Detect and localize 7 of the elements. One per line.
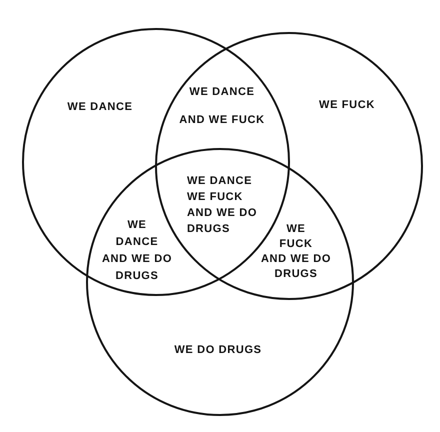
circle-label: WE DO DRUGS [174, 342, 262, 358]
region-label: WE DANCE AND WE DO DRUGS [102, 218, 172, 284]
region-label: WE DANCE WE FUCK AND WE DO DRUGS [186, 174, 258, 237]
region-label: WE DANCE AND WE FUCK [179, 85, 265, 128]
circle-label: WE FUCK [319, 98, 375, 113]
region-label: WE FUCK AND WE DO DRUGS [260, 222, 332, 282]
circle-label: WE DANCE [67, 100, 133, 115]
